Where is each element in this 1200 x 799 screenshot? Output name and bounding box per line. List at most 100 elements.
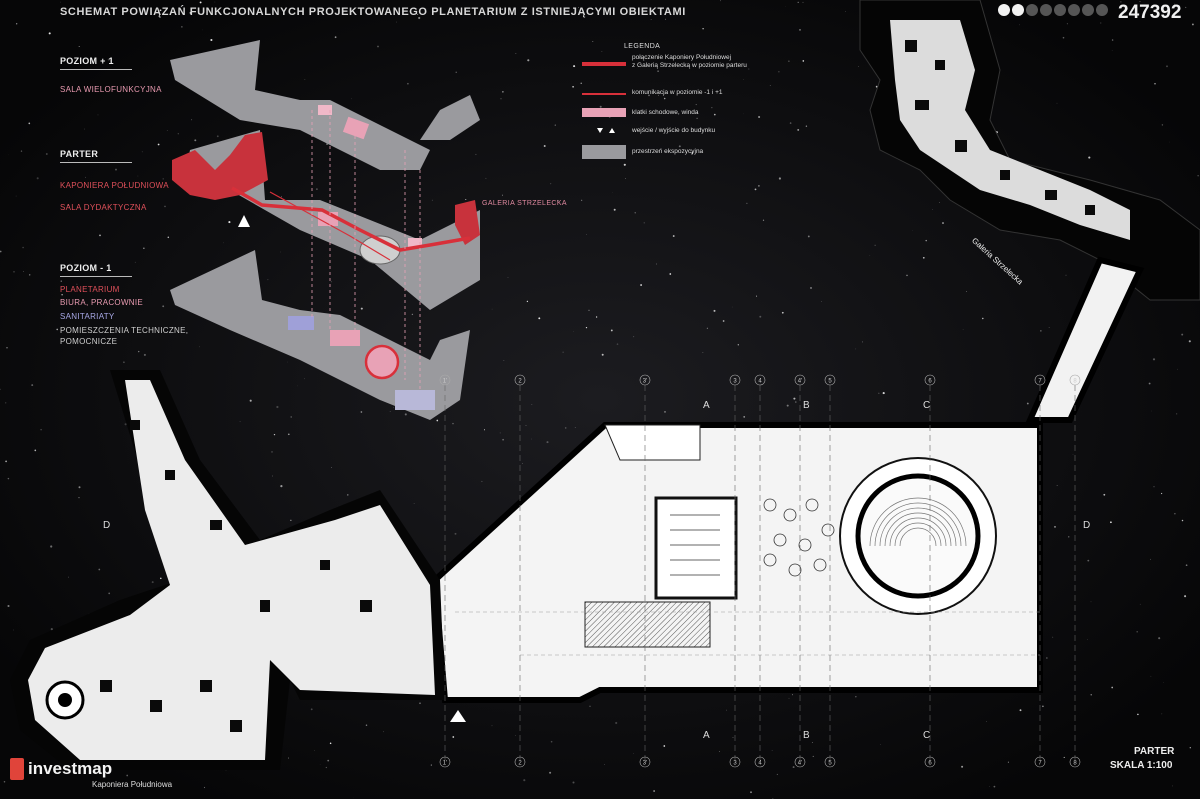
kaponiera-caption: Kaponiera Południowa xyxy=(92,780,173,789)
star xyxy=(1111,39,1114,41)
star xyxy=(97,114,99,116)
star xyxy=(922,256,925,259)
star xyxy=(1054,526,1056,528)
seat-row xyxy=(899,527,937,547)
grid-bubble xyxy=(1034,756,1046,768)
star xyxy=(640,284,643,286)
star xyxy=(430,764,432,766)
star xyxy=(788,60,790,62)
star xyxy=(878,392,880,394)
star xyxy=(1148,382,1151,385)
star xyxy=(151,581,154,584)
star xyxy=(554,124,556,126)
grid-bubble xyxy=(754,374,766,386)
star xyxy=(1154,83,1156,85)
grid-label: 3 xyxy=(733,379,737,385)
page-dot xyxy=(1068,4,1080,16)
star xyxy=(331,467,332,469)
star xyxy=(664,411,666,413)
star xyxy=(491,725,493,727)
star xyxy=(758,115,761,119)
star xyxy=(778,177,781,180)
kaponiera-red-mass xyxy=(172,132,268,200)
star xyxy=(756,295,758,297)
star xyxy=(657,70,659,72)
page-dot xyxy=(1026,4,1038,16)
star xyxy=(1181,519,1184,522)
star xyxy=(297,385,298,387)
star xyxy=(396,21,397,23)
star xyxy=(501,8,503,10)
level-minus1-item: SANITARIATY xyxy=(60,312,115,321)
star xyxy=(164,205,166,208)
grid-label: 5 xyxy=(828,761,832,767)
seat-row xyxy=(894,522,942,547)
star xyxy=(786,404,789,407)
level-plus1-slab xyxy=(170,40,430,170)
seat-row xyxy=(884,512,952,547)
star xyxy=(503,359,505,362)
star xyxy=(874,244,876,246)
star xyxy=(84,128,85,130)
star xyxy=(203,786,206,789)
star xyxy=(669,273,672,275)
star xyxy=(633,336,635,338)
grid-bubble xyxy=(824,374,836,386)
investmap-wordmark: investmap xyxy=(28,759,113,778)
star xyxy=(419,702,421,705)
star xyxy=(1197,175,1199,177)
star xyxy=(1048,326,1050,328)
star xyxy=(601,51,603,53)
section-marker: C xyxy=(923,730,930,741)
star xyxy=(810,287,812,289)
star xyxy=(325,766,327,769)
grid-label: 2 xyxy=(518,379,522,385)
star xyxy=(858,66,859,67)
section-marker: D xyxy=(1083,520,1090,531)
star xyxy=(720,0,721,2)
star xyxy=(966,290,967,292)
star xyxy=(436,419,439,422)
grid-label: 6 xyxy=(928,761,932,767)
star xyxy=(982,317,984,320)
section-marker: B xyxy=(803,400,810,411)
star xyxy=(1052,636,1054,638)
star xyxy=(316,188,318,190)
star xyxy=(811,742,813,743)
star xyxy=(1189,747,1191,749)
grid-bubble xyxy=(639,756,651,768)
grid-label: 3' xyxy=(643,761,647,767)
star xyxy=(330,281,332,283)
star xyxy=(799,29,801,31)
star xyxy=(199,1,202,4)
star xyxy=(793,397,796,400)
star xyxy=(522,463,523,464)
star xyxy=(722,320,725,322)
star xyxy=(137,175,139,177)
star xyxy=(327,759,330,762)
star xyxy=(68,160,70,161)
star xyxy=(91,87,92,88)
star xyxy=(347,494,349,496)
star xyxy=(1087,559,1090,562)
star xyxy=(0,388,1,390)
star xyxy=(1007,761,1009,763)
grid-bubble xyxy=(924,756,936,768)
star xyxy=(1172,785,1173,787)
grid-bubble xyxy=(824,756,836,768)
connector-corridor xyxy=(1025,256,1145,423)
investmap-logo: investmap xyxy=(10,758,112,780)
grid-label: 6 xyxy=(928,379,932,385)
star xyxy=(22,246,24,249)
grid-label: 8 xyxy=(1073,379,1077,385)
star xyxy=(658,94,659,96)
star xyxy=(13,629,14,631)
star xyxy=(115,168,117,171)
star xyxy=(562,351,564,353)
star xyxy=(1068,536,1070,538)
star xyxy=(1174,513,1176,515)
star xyxy=(781,311,784,314)
star xyxy=(586,234,587,235)
star xyxy=(411,313,414,316)
star xyxy=(290,519,292,521)
